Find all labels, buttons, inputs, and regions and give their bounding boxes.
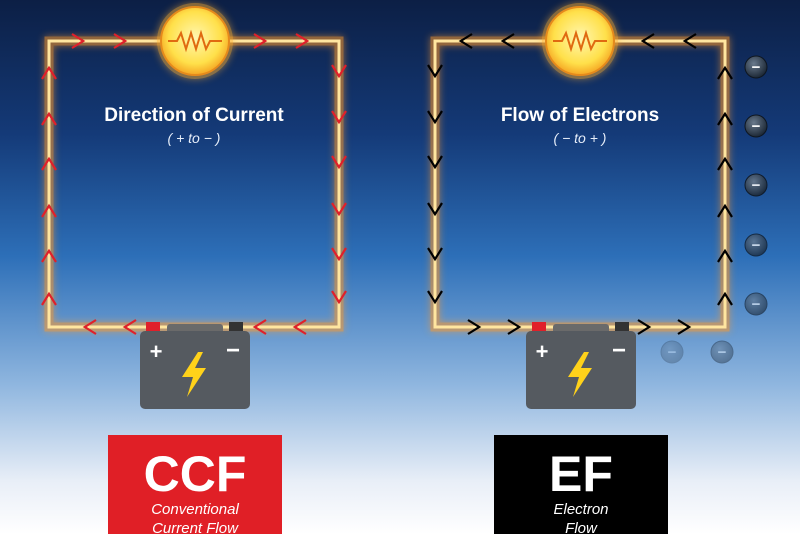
- electrons: − − − − − − −: [660, 55, 768, 364]
- arrow-right: [717, 156, 733, 171]
- electron: −: [744, 173, 768, 197]
- arrow-top: [640, 33, 655, 49]
- right-title: Flow of Electrons: [500, 105, 660, 126]
- arrow-left: [41, 248, 57, 263]
- ef-badge-abbr: EF: [549, 446, 613, 502]
- right-bulb: [542, 3, 618, 79]
- left-battery-plus: +: [150, 339, 163, 364]
- svg-text:−: −: [752, 118, 761, 135]
- right-circuit: + −: [427, 3, 733, 409]
- svg-text:−: −: [718, 344, 727, 361]
- svg-text:−: −: [752, 296, 761, 313]
- right-subtitle: ( − to + ): [553, 130, 607, 146]
- arrow-bottom: [677, 319, 692, 335]
- arrow-right: [331, 202, 347, 217]
- arrow-bottom: [637, 319, 652, 335]
- right-resistor-icon: [553, 29, 607, 53]
- arrow-bottom: [467, 319, 482, 335]
- arrow-left: [41, 65, 57, 80]
- arrow-bottom: [122, 319, 137, 335]
- arrow-left: [427, 247, 443, 262]
- right-battery-minus: −: [612, 337, 626, 364]
- arrow-left: [41, 111, 57, 126]
- right-battery: + −: [526, 322, 636, 409]
- arrow-right: [717, 65, 733, 80]
- right-lightning-icon: [568, 352, 592, 397]
- arrow-top: [500, 33, 515, 49]
- ef-badge-line1: Electron: [553, 501, 609, 518]
- arrow-top: [71, 33, 86, 49]
- arrow-right: [331, 290, 347, 305]
- right-wire-glow: [430, 36, 730, 332]
- arrow-left: [427, 202, 443, 217]
- arrow-bottom: [252, 319, 267, 335]
- arrow-right: [717, 203, 733, 218]
- electron: −: [744, 292, 768, 316]
- electron: −: [744, 114, 768, 138]
- arrow-right: [331, 64, 347, 79]
- arrow-left: [427, 290, 443, 305]
- arrow-top: [253, 33, 268, 49]
- ef-badge-line2: Flow: [565, 520, 597, 534]
- arrow-left: [41, 203, 57, 218]
- arrow-right: [331, 155, 347, 170]
- left-arrows: [41, 33, 347, 335]
- electron: −: [660, 340, 684, 364]
- arrow-left: [41, 291, 57, 306]
- left-resistor-icon: [168, 29, 222, 53]
- right-wire: [433, 39, 727, 329]
- svg-text:−: −: [752, 237, 761, 254]
- arrow-left: [427, 64, 443, 79]
- ccf-badge: CCF Conventional Current Flow: [108, 435, 282, 534]
- svg-text:−: −: [668, 344, 677, 361]
- arrow-left: [427, 110, 443, 125]
- left-wire-glow: [44, 36, 344, 332]
- left-title: Direction of Current: [104, 105, 284, 126]
- arrow-bottom: [82, 319, 97, 335]
- arrow-right: [717, 111, 733, 126]
- left-battery: + −: [140, 322, 250, 409]
- electron: −: [744, 233, 768, 257]
- arrow-bottom: [507, 319, 522, 335]
- arrow-right: [331, 110, 347, 125]
- svg-text:−: −: [752, 59, 761, 76]
- right-arrows: [427, 33, 733, 335]
- arrow-left: [427, 155, 443, 170]
- ccf-badge-line1: Conventional: [151, 501, 239, 518]
- left-circuit: + −: [41, 3, 347, 409]
- left-subtitle: ( + to − ): [167, 130, 221, 146]
- electron: −: [744, 55, 768, 79]
- arrow-top: [295, 33, 310, 49]
- right-battery-plus: +: [536, 339, 549, 364]
- arrow-bottom: [292, 319, 307, 335]
- left-bulb: [157, 3, 233, 79]
- ccf-badge-abbr: CCF: [143, 446, 247, 502]
- left-battery-minus: −: [226, 337, 240, 364]
- arrow-top: [113, 33, 128, 49]
- ccf-badge-line2: Current Flow: [152, 520, 238, 534]
- left-lightning-icon: [182, 352, 206, 397]
- ef-badge: EF Electron Flow: [494, 435, 668, 534]
- electron: −: [710, 340, 734, 364]
- arrow-right: [717, 291, 733, 306]
- left-wire: [47, 39, 341, 329]
- arrow-left: [41, 156, 57, 171]
- svg-text:−: −: [752, 177, 761, 194]
- arrow-top: [458, 33, 473, 49]
- arrow-right: [331, 247, 347, 262]
- arrow-top: [682, 33, 697, 49]
- arrow-right: [717, 248, 733, 263]
